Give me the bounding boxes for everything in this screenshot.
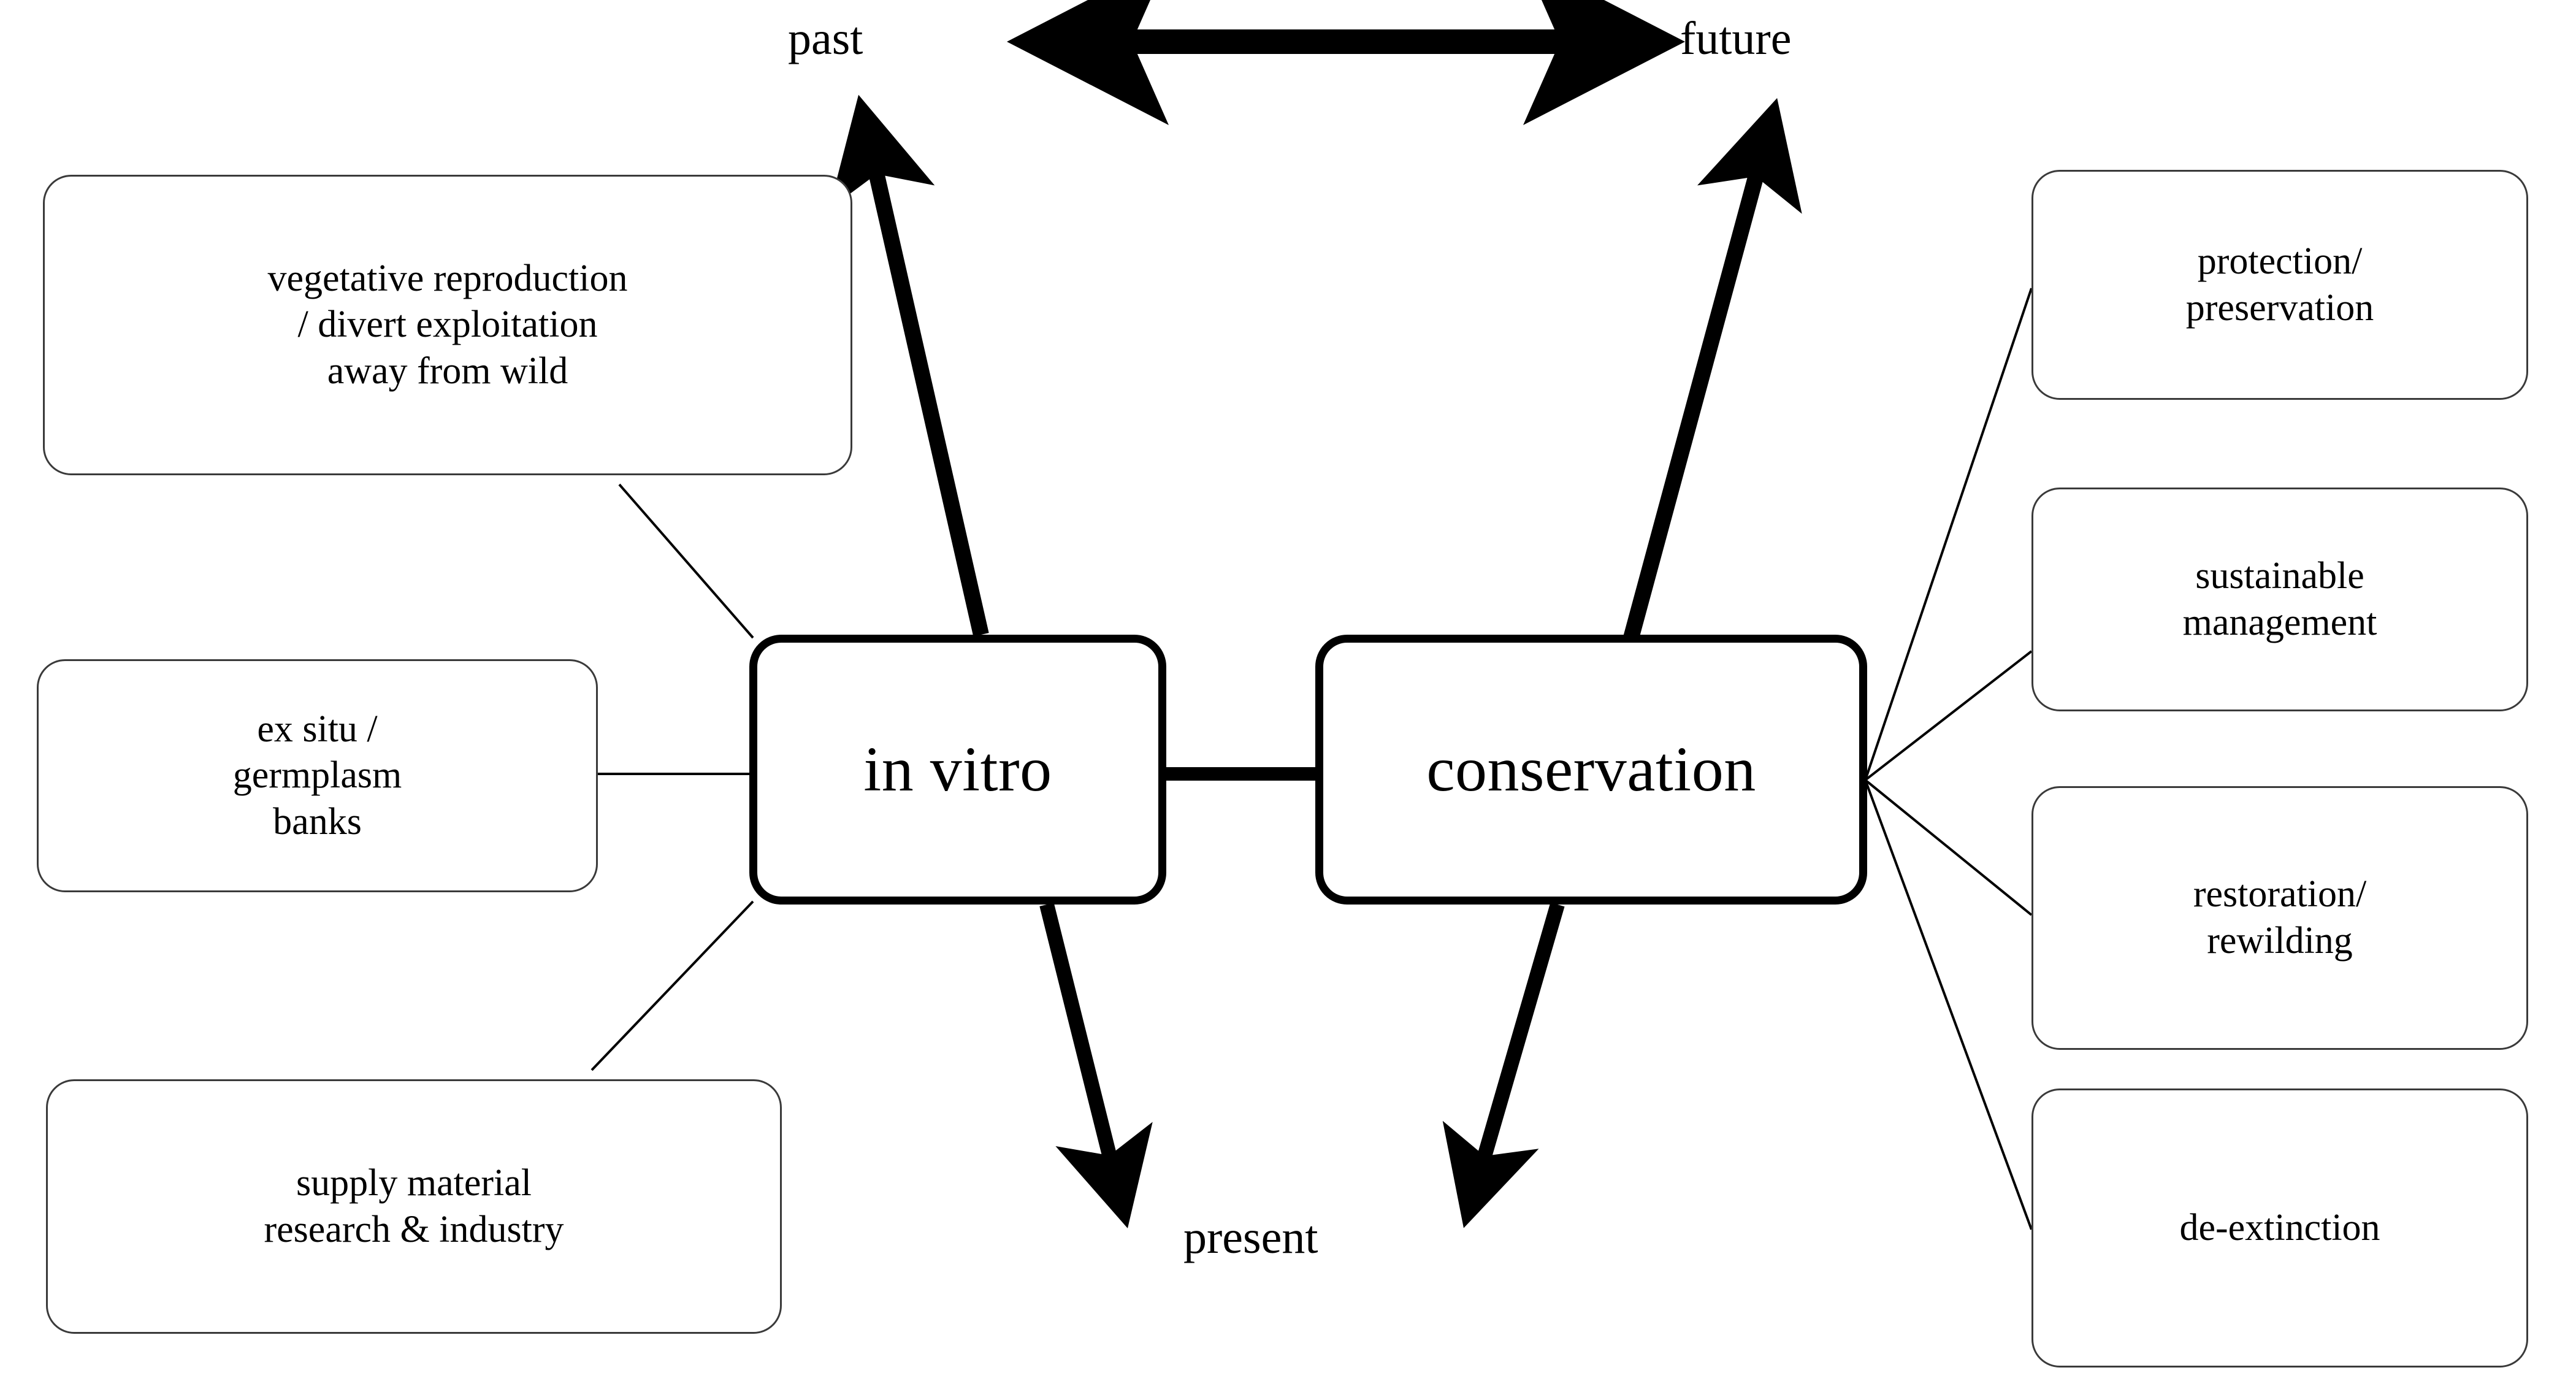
node-label: restoration/ rewilding <box>2193 873 2367 962</box>
node-sustainable-management[interactable]: sustainable management <box>2031 488 2528 711</box>
future-label: future <box>1680 13 1792 64</box>
link-conservation-to-restoration-rewilding <box>1864 779 2033 916</box>
node-ex-situ-germplasm-banks[interactable]: ex situ / germplasm banks <box>37 659 598 892</box>
link-conservation-to-protection-preservation <box>1864 288 2033 781</box>
node-de-extinction[interactable]: de-extinction <box>2031 1088 2528 1368</box>
node-vegetative-reproduction[interactable]: vegetative reproduction / divert exploit… <box>43 175 852 475</box>
arrow-in-vitro-to-past <box>828 94 989 637</box>
node-protection-preservation[interactable]: protection/ preservation <box>2031 170 2528 400</box>
node-label: conservation <box>1426 733 1756 805</box>
node-restoration-rewilding[interactable]: restoration/ rewilding <box>2031 786 2528 1050</box>
node-conservation[interactable]: conservation <box>1315 635 1867 905</box>
link-conservation-to-sustainable-management <box>1864 650 2033 781</box>
node-label: in vitro <box>863 733 1052 805</box>
link-supply-material-to-in-vitro <box>590 900 754 1071</box>
present-label: present <box>1183 1212 1318 1263</box>
node-label: protection/ preservation <box>2185 240 2374 329</box>
arrow-conservation-to-present <box>1442 902 1565 1228</box>
link-conservation-to-de-extinction <box>1864 779 2033 1230</box>
node-label: ex situ / germplasm banks <box>232 708 402 843</box>
node-in-vitro[interactable]: in vitro <box>749 635 1166 905</box>
node-label: de-extinction <box>2179 1206 2380 1249</box>
arrow-in-vitro-to-present <box>1039 903 1153 1228</box>
link-vegetative-reproduction-to-in-vitro <box>618 483 754 639</box>
node-label: sustainable management <box>2182 554 2377 643</box>
node-supply-material[interactable]: supply material research & industry <box>46 1079 782 1334</box>
past-label: past <box>788 13 863 64</box>
arrow-conservation-to-future <box>1623 98 1802 640</box>
node-label: supply material research & industry <box>264 1161 564 1250</box>
node-label: vegetative reproduction / divert exploit… <box>267 257 628 392</box>
